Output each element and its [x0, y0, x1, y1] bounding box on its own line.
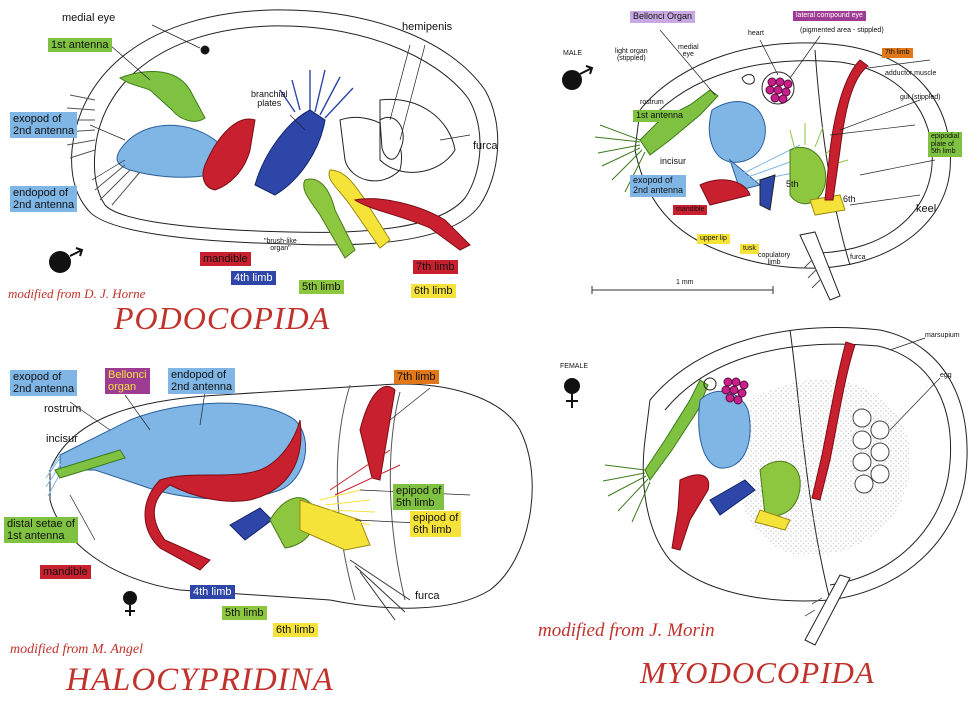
label-upper-lip: upper lip [697, 234, 730, 244]
halo-drawing [46, 384, 532, 620]
label-epipod-6th: epipod of 6th limb [410, 511, 461, 537]
label-6th-limb: 6th limb [411, 284, 456, 298]
label-exopod-2nd-antenna: exopod of 2nd antenna [10, 112, 77, 138]
label-5th-limb: 5th limb [299, 280, 344, 294]
label-rostrum-male: rostrum [640, 99, 664, 106]
label-1st-antenna-male: 1st antenna [633, 110, 686, 122]
label-gut: gut (stippled) [900, 94, 940, 101]
label-5th-limb-halo: 5th limb [222, 606, 267, 620]
label-scale-1mm: 1 mm [676, 279, 694, 286]
label-furca: furca [473, 141, 497, 153]
label-bellonci-halo: Bellonci organ [105, 368, 150, 394]
label-epipodial-plate: epipodial plate of 5th limb [928, 132, 962, 157]
label-6th-male: 6th [843, 195, 856, 204]
label-keel: keel [916, 204, 936, 216]
medial-eye-dot [201, 46, 209, 54]
title-podocopida: PODOCOPIDA [114, 300, 330, 337]
label-5th-male: 5th [786, 180, 799, 189]
label-adductor-muscle: adductor muscle [885, 70, 936, 77]
label-copulatory-limb: copulatory limb [758, 252, 790, 267]
label-furca-halo: furca [415, 591, 439, 603]
label-4th-limb: 4th limb [231, 271, 276, 285]
label-furca-male: furca [850, 254, 866, 261]
myodo-female-drawing [564, 328, 967, 645]
podocopida-carapace [72, 10, 498, 245]
label-endopod-halo: endopod of 2nd antenna [168, 368, 235, 394]
label-lateral-compound-eye: lateral compound eye [793, 11, 866, 21]
label-egg: egg [940, 372, 952, 379]
label-6th-limb-halo: 6th limb [273, 623, 318, 637]
label-rostrum-halo: rostrum [44, 404, 81, 416]
label-4th-limb-halo: 4th limb [190, 585, 235, 599]
label-female: FEMALE [560, 363, 588, 370]
podocopida-drawing [49, 10, 498, 273]
label-incisur-halo: incisur [46, 434, 78, 446]
myodo-female-exopod [699, 391, 750, 468]
label-7th-limb: 7th limb [413, 260, 458, 274]
label-endopod-2nd-antenna: endopod of 2nd antenna [10, 186, 77, 212]
label-mandible-male: mandible [673, 205, 707, 215]
label-exopod-halo: exopod of 2nd antenna [10, 370, 77, 396]
label-medial-eye-male: medial eye [678, 44, 699, 59]
label-epipod-5th: epipod of 5th limb [393, 484, 444, 510]
label-pigmented-area: (pigmented area - stippled) [800, 27, 884, 34]
label-mandible-halo: mandible [40, 565, 91, 579]
label-7th-limb-halo: 7th limb [394, 370, 439, 384]
label-7th-limb-male: 7th limb [882, 48, 913, 58]
myodo-male-exopod [709, 102, 765, 163]
title-halocypridina: HALOCYPRIDINA [66, 662, 334, 699]
label-bellonci-organ: Bellonci Organ [630, 11, 695, 23]
label-marsupium: marsupium [925, 332, 960, 339]
label-hemipenis: hemipenis [402, 22, 452, 34]
label-branchial-plates: branchial plates [251, 90, 288, 109]
label-male: MALE [563, 50, 582, 57]
label-1st-antenna: 1st antenna [48, 38, 112, 52]
label-exopod-male: exopod of 2nd antenna [630, 175, 686, 197]
label-distal-setae: distal setae of 1st antenna [4, 517, 78, 543]
caption-morin: modified from J. Morin [538, 620, 715, 642]
label-tusk: tusk [740, 244, 759, 254]
label-mandible: mandible [200, 252, 251, 266]
label-brush-like-organ: "brush-like organ" [264, 238, 297, 253]
label-heart: heart [748, 30, 764, 37]
caption-angel: modified from M. Angel [10, 642, 143, 658]
label-light-organ: light organ (stippled) [615, 48, 648, 63]
label-medial-eye: medial eye [62, 13, 115, 25]
title-myodocopida: MYODOCOPIDA [640, 655, 875, 691]
label-incisur-male: incisur [660, 157, 686, 166]
